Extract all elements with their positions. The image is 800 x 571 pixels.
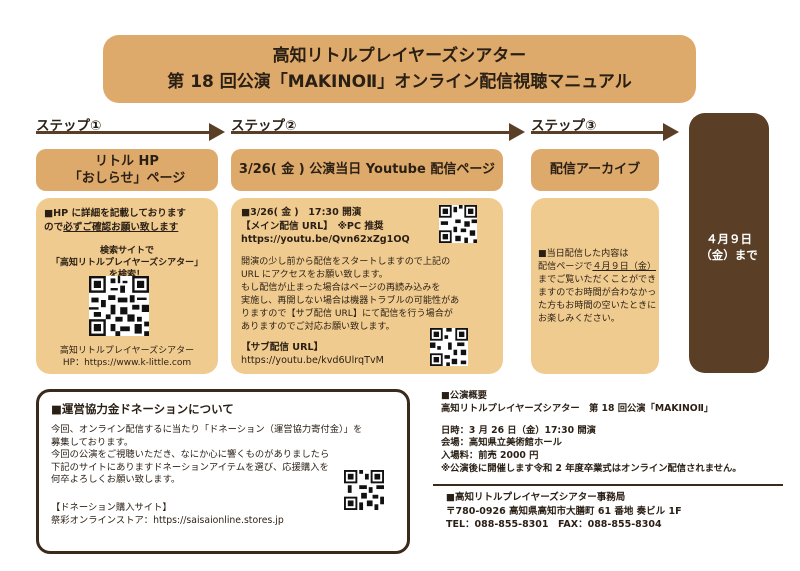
donation-qr-code-icon bbox=[344, 470, 384, 510]
card2-body-line6: ありますのでご対応お願い致します。 bbox=[241, 321, 395, 332]
donation-para-line3: 今回の公演をご視聴いただき、なにか心に響くものがありましたら bbox=[51, 449, 330, 461]
step3-header: 配信アーカイブ bbox=[531, 149, 659, 191]
donation-site-label: 【ドネーション購入サイト】 bbox=[51, 502, 172, 513]
step2-arrow-line bbox=[231, 131, 511, 134]
step2-label: ステップ② bbox=[231, 118, 297, 134]
card2-body-line2: URL にアクセスをお願い致します。 bbox=[241, 269, 388, 280]
main-stream-qr-code-icon bbox=[439, 205, 477, 243]
overview-price: 入場料：前売 2000 円 bbox=[441, 450, 539, 462]
step1-header-line1: リトル HP bbox=[95, 154, 159, 169]
donation-para-line2: 募集しております。 bbox=[51, 436, 134, 448]
card1-line2: ので必ずご確認お願い致します bbox=[44, 221, 179, 233]
card2-body-line3: もし配信が止まった場合はページの再読み込みを bbox=[241, 282, 441, 293]
sub-stream-url-link[interactable]: https://youtu.be/kvd6UlrqTvM bbox=[241, 355, 384, 366]
step1-arrow-head-icon bbox=[209, 123, 225, 141]
step1-label: ステップ① bbox=[36, 118, 102, 134]
donation-store-link[interactable]: 祭彩オンラインストア：https://saisaionline.stores.j… bbox=[51, 514, 284, 526]
card2-sub-url-label: 【サブ配信 URL】 bbox=[241, 341, 324, 353]
office-heading: ■高知リトルプレイヤーズシアター事務局 bbox=[446, 492, 626, 503]
step3-arrow-head-icon bbox=[663, 123, 679, 141]
hp-qr-code-icon bbox=[89, 276, 149, 336]
title-line2: 第 18 回公演「MAKINOⅡ」オンライン配信視聴マニュアル bbox=[167, 72, 632, 92]
step2-header: 3/26( 金 ) 公演当日 Youtube 配信ページ bbox=[231, 149, 503, 191]
card2-main-url-label: 【メイン配信 URL】 ※PC 推奨 bbox=[241, 220, 384, 232]
card2-body-line1: 開演の少し前から配信をスタートしますので上記の bbox=[241, 256, 451, 267]
sub-stream-qr-code-icon bbox=[430, 328, 468, 366]
donation-title: ■運営協力金ドネーションについて bbox=[51, 402, 234, 416]
card1-search-line1: 検索サイトで bbox=[99, 246, 154, 256]
card1-search-line2: 「高知リトルプレイヤーズシアター」 bbox=[50, 258, 204, 268]
card3-line3: までご覧いただくことができ bbox=[538, 275, 657, 285]
office-section: ■高知リトルプレイヤーズシアター事務局 〒780-0926 高知県高知市大膳町 … bbox=[446, 491, 786, 532]
donation-para-line4: 下記のサイトにありますドネーションアイテムを選び、応援購入を bbox=[51, 461, 329, 473]
office-divider bbox=[433, 484, 783, 486]
page-title: 高知リトルプレイヤーズシアター 第 18 回公演「MAKINOⅡ」オンライン配信… bbox=[103, 35, 696, 103]
donation-box: ■運営協力金ドネーションについて 今回、オンライン配信するに当たり「ドネーション… bbox=[36, 389, 410, 554]
card2-body-line4: 実施し、再開しない場合は機器トラブルの可能性があ bbox=[241, 295, 460, 306]
card3-line4: ますのでお時間が合わなかっ bbox=[538, 288, 657, 298]
card1-line1: ■HP に詳細を記載しております bbox=[44, 208, 187, 219]
card2-body-line5: りますので【サブ配信 URL】にて配信を行う場合が bbox=[241, 308, 453, 319]
donation-para-line5: 何卒よろしくお願い致します。 bbox=[51, 474, 181, 486]
deadline-block: ４月９日 （金）まで bbox=[689, 113, 769, 373]
title-line1: 高知リトルプレイヤーズシアター bbox=[272, 46, 527, 66]
step3-arrow-line bbox=[531, 131, 665, 134]
card1-search-line3: を検索！ bbox=[108, 270, 145, 280]
overview-note: ※公演後に開催します令和 2 年度卒業式はオンライン配信されません。 bbox=[441, 462, 742, 474]
step3-card: ■当日配信した内容は 配信ページで４月９日（金） までご覧いただくことができ ま… bbox=[531, 198, 659, 374]
deadline-line1: ４月９日 bbox=[706, 232, 752, 246]
office-phone: TEL：088-855-8301 FAX：088-855-8304 bbox=[446, 519, 662, 530]
card3-line5: た方もお時間の空いたときに bbox=[538, 301, 657, 311]
card1-footer-line1: 高知リトルプレイヤーズシアター bbox=[59, 346, 195, 356]
office-address: 〒780-0926 高知県高知市大膳町 61 番地 奏ビル 1F bbox=[446, 505, 682, 517]
card2-heading-date: ■3/26( 金 ) 17:30 開演 bbox=[241, 207, 362, 218]
donation-para-line1: 今回、オンライン配信するに当たり「ドネーション（運営協力寄付金）」を bbox=[51, 424, 363, 435]
deadline-line2: （金）まで bbox=[700, 248, 758, 262]
step1-header: リトル HP 「おしらせ」ページ bbox=[36, 149, 218, 191]
card3-line1: ■当日配信した内容は bbox=[538, 249, 629, 259]
overview-venue: 会場：高知県立美術館ホール bbox=[441, 437, 562, 449]
step2-arrow-head-icon bbox=[509, 123, 525, 141]
step1-arrow-line bbox=[36, 131, 211, 134]
overview-date: 日時：3 月 26 日（金）17:30 開演 bbox=[441, 424, 596, 436]
overview-heading: ■公演概要 bbox=[441, 390, 487, 401]
step3-label: ステップ③ bbox=[531, 118, 597, 134]
overview-section: ■公演概要 高知リトルプレイヤーズシアター 第 18 回公演「MAKINOⅡ」 … bbox=[441, 390, 786, 476]
card3-line6: お楽しみください。 bbox=[538, 314, 620, 324]
step1-header-line2: 「おしらせ」ページ bbox=[68, 171, 186, 186]
card3-line2: 配信ページで４月９日（金） bbox=[538, 262, 657, 272]
step2-card: ■3/26( 金 ) 17:30 開演 【メイン配信 URL】 ※PC 推奨 h… bbox=[231, 198, 503, 374]
hp-url-link[interactable]: HP：https://www.k-little.com bbox=[62, 358, 192, 368]
main-stream-url-link[interactable]: https://youtu.be/Qvn62xZg1OQ bbox=[241, 234, 410, 245]
step1-card: ■HP に詳細を記載しております ので必ずご確認お願い致します 検索サイトで 「… bbox=[36, 198, 218, 374]
overview-title: 高知リトルプレイヤーズシアター 第 18 回公演「MAKINOⅡ」 bbox=[441, 402, 714, 414]
